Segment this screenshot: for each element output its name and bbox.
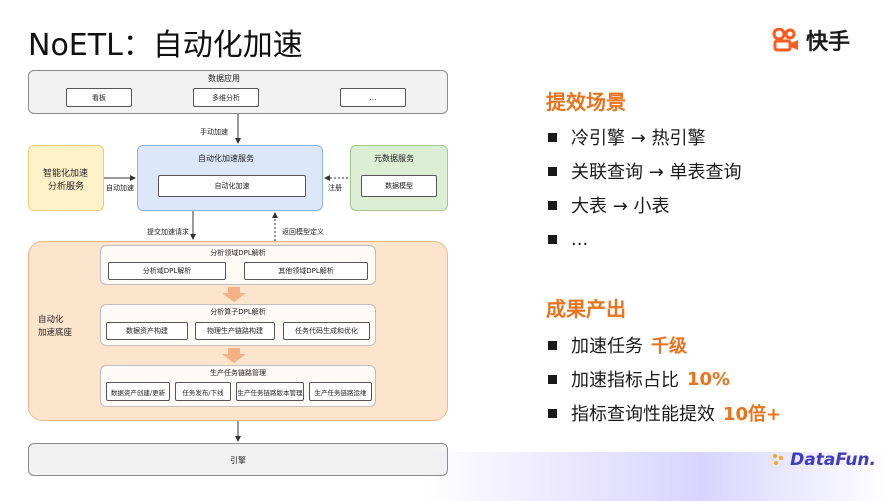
slide-title: NoETL：自动化加速 bbox=[28, 28, 303, 63]
engine-box bbox=[28, 443, 448, 476]
brand-name: 快手 bbox=[805, 30, 850, 55]
kuaishou-logo-icon bbox=[772, 28, 798, 52]
bullet-square-icon bbox=[548, 200, 557, 210]
list-item: 冷引擎 → 热引擎 bbox=[548, 120, 742, 154]
data-asset-build: 数据资产构建 bbox=[106, 322, 188, 340]
base-title-line2: 加速底座 bbox=[38, 328, 73, 338]
dpl-operator-panel-title: 分析算子DPL解析 bbox=[210, 308, 266, 316]
flow-arrow-2 bbox=[222, 348, 246, 363]
return-model-label: 返回模型定义 bbox=[282, 228, 324, 236]
smart-service-title-line2: 分析服务 bbox=[48, 182, 85, 192]
data-app-item-dashboard: 看板 bbox=[66, 88, 132, 107]
list-item: 关联查询 → 单表查询 bbox=[548, 154, 742, 188]
bottom-glow bbox=[420, 452, 890, 501]
bullet-square-icon bbox=[548, 340, 557, 350]
dpl-domain-panel-title: 分析领域DPL解析 bbox=[210, 249, 266, 257]
datafun-text: DataFun. bbox=[790, 450, 876, 470]
analysis-dpl-parse: 分析域DPL解析 bbox=[108, 262, 226, 280]
register-label: 注册 bbox=[328, 184, 342, 192]
data-app-title: 数据应用 bbox=[208, 74, 240, 83]
auto-service-inner: 自动化加速 bbox=[158, 175, 306, 197]
auto-service-title: 自动化加速服务 bbox=[198, 154, 254, 163]
meta-service-title: 元数据服务 bbox=[374, 154, 414, 163]
smart-service-box bbox=[28, 145, 104, 211]
physical-pipeline-build: 物理生产链路构建 bbox=[195, 322, 275, 340]
list-item: ... bbox=[548, 222, 742, 256]
bullet-square-icon bbox=[548, 374, 557, 384]
results-title: 成果产出 bbox=[546, 297, 626, 321]
bullet-square-icon bbox=[548, 132, 557, 142]
datafun-mark-icon bbox=[773, 454, 784, 465]
manual-accel-label: 手动加速 bbox=[200, 128, 228, 136]
task-code-gen: 任务代码生成和优化 bbox=[283, 322, 370, 340]
list-item: 加速任务千级 bbox=[548, 328, 781, 362]
flow-arrow-1 bbox=[222, 287, 246, 302]
auto-accel-label: 自动加速 bbox=[106, 184, 134, 192]
brand-logo: 快手 bbox=[772, 24, 850, 56]
smart-service-title-line1: 智能化加速 bbox=[43, 169, 89, 179]
meta-service-inner: 数据模型 bbox=[361, 175, 437, 197]
pipeline-ops: 生产任务链路运维 bbox=[309, 382, 372, 401]
data-app-item-more: ... bbox=[340, 88, 406, 107]
task-pipeline-panel-title: 生产任务链路管理 bbox=[210, 369, 266, 377]
asset-create-update: 数据资产创建/更新 bbox=[106, 382, 170, 401]
bullet-square-icon bbox=[548, 408, 557, 418]
datafun-logo: DataFun. bbox=[771, 450, 876, 470]
submit-request-label: 提交加速请求 bbox=[147, 228, 189, 236]
scenes-title: 提效场景 bbox=[546, 90, 626, 114]
task-publish-offline: 任务发布/下线 bbox=[175, 382, 231, 401]
scenes-list: 冷引擎 → 热引擎 关联查询 → 单表查询 大表 → 小表 ... bbox=[548, 120, 742, 256]
data-app-item-multidim: 多维分析 bbox=[193, 88, 259, 107]
bullet-square-icon bbox=[548, 166, 557, 176]
pipeline-version-mgmt: 生产任务链路版本管理 bbox=[236, 382, 304, 401]
other-dpl-parse: 其他领域DPL解析 bbox=[244, 262, 368, 280]
bullet-square-icon bbox=[548, 234, 557, 244]
engine-title: 引擎 bbox=[230, 456, 246, 465]
list-item: 大表 → 小表 bbox=[548, 188, 742, 222]
base-title-line1: 自动化 bbox=[38, 315, 64, 325]
